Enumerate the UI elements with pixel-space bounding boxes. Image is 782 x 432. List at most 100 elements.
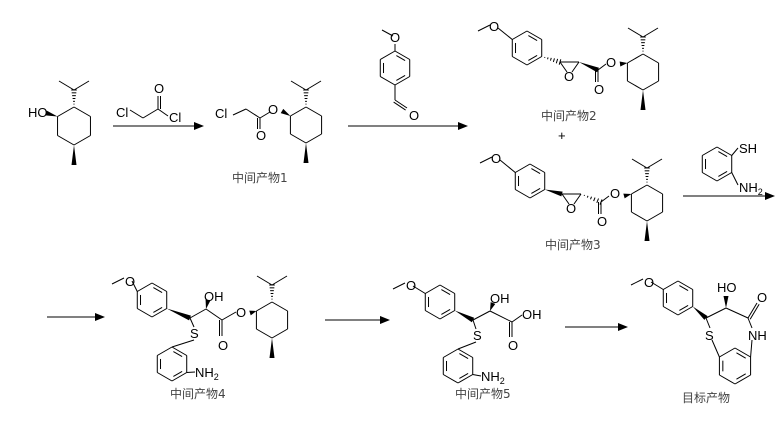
double-bond — [394, 99, 408, 109]
atom-s: S — [705, 328, 714, 343]
aromatic-bond — [153, 287, 163, 294]
bond — [646, 158, 663, 169]
atom-o: O — [644, 275, 654, 290]
atom-o: O — [566, 201, 576, 216]
aromatic-bond — [441, 289, 451, 296]
ring-bond — [394, 50, 410, 60]
hash-bond — [593, 197, 596, 202]
wedge-bond — [692, 306, 708, 320]
aromatic-bond — [736, 352, 746, 359]
ring-bond — [305, 106, 322, 117]
bond — [271, 275, 288, 286]
arrow-head — [458, 122, 468, 130]
bond — [597, 63, 607, 71]
bond — [479, 156, 493, 164]
ring-bond — [425, 284, 441, 294]
ring-bond — [719, 347, 736, 358]
ring-bond — [663, 280, 679, 290]
ring-bond — [425, 310, 441, 320]
bond — [142, 108, 159, 119]
ring-bond — [512, 56, 528, 66]
ring-bond — [702, 146, 718, 156]
bond — [157, 108, 169, 117]
bond — [259, 111, 271, 119]
ring-bond — [171, 346, 187, 356]
aromatic-bond — [718, 170, 728, 177]
ring-bond — [305, 133, 322, 144]
atom-cl: Cl — [116, 105, 128, 120]
ring-bond — [646, 184, 663, 195]
bond — [511, 314, 523, 323]
ring-bond — [57, 135, 75, 146]
hash-bond — [596, 198, 599, 204]
bond — [705, 307, 727, 319]
aromatic-bond — [459, 353, 469, 360]
atom-o: O — [218, 338, 228, 353]
plus-sign: + — [558, 128, 566, 143]
bond — [305, 80, 322, 91]
ring-bond — [457, 348, 473, 358]
hash-bond — [586, 195, 589, 198]
aromatic-bond — [531, 168, 541, 175]
atom-cl: Cl — [215, 106, 227, 121]
ring-bond — [73, 106, 91, 117]
arrow-head — [380, 316, 390, 324]
arrow-head — [618, 323, 628, 331]
bond — [245, 108, 261, 119]
aromatic-bond — [173, 370, 183, 377]
bond — [705, 317, 711, 329]
bond — [189, 308, 207, 319]
bond — [412, 285, 426, 294]
ring-bond — [157, 372, 173, 382]
atom-o: O — [564, 69, 574, 84]
aromatic-bond — [528, 54, 538, 61]
bond — [232, 108, 247, 116]
ring-bond — [271, 301, 288, 312]
bond — [499, 159, 516, 173]
bond — [111, 277, 125, 285]
ring-bond — [290, 106, 307, 117]
ring-bond — [380, 76, 396, 86]
label-intermediate-5: 中间产物5 — [455, 386, 511, 401]
ring-bond — [137, 282, 153, 292]
atom-sh: SH — [739, 141, 757, 156]
arrow-head — [95, 313, 105, 321]
bond — [189, 317, 195, 328]
atom-oh: OH — [204, 289, 224, 304]
bond — [571, 61, 580, 73]
atom-o: O — [154, 81, 164, 96]
label-intermediate-2: 中间产物2 — [541, 108, 597, 123]
hash-bond — [590, 196, 592, 200]
ring-bond — [663, 306, 679, 316]
aromatic-bond — [736, 373, 746, 380]
aromatic-bond — [531, 187, 541, 194]
ring-bond — [642, 53, 659, 64]
ring-bond — [716, 172, 732, 182]
wedge-bond — [303, 143, 309, 163]
wedge-bond — [71, 145, 77, 165]
atom-o: O — [606, 55, 616, 70]
atom-o: O — [236, 305, 246, 320]
wedge-bond — [644, 221, 650, 241]
ring-bond — [646, 211, 663, 222]
ring-bond — [677, 306, 693, 316]
ring-bond — [151, 282, 167, 292]
atom-o: O — [390, 30, 400, 45]
bond — [731, 172, 739, 186]
bond — [497, 27, 513, 40]
bond — [472, 374, 482, 377]
ring-bond — [57, 106, 75, 117]
ring-bond — [271, 328, 288, 339]
bond — [627, 27, 644, 38]
atom-o: O — [508, 338, 518, 353]
bond — [600, 195, 610, 203]
ring-bond — [677, 280, 693, 290]
ring-bond — [515, 189, 531, 199]
atom-oh: OH — [522, 307, 542, 322]
atom-o: O — [610, 186, 620, 201]
ring-bond — [443, 374, 459, 384]
wedge-bond — [45, 110, 58, 117]
ring-bond — [631, 184, 648, 195]
bond — [58, 80, 75, 91]
